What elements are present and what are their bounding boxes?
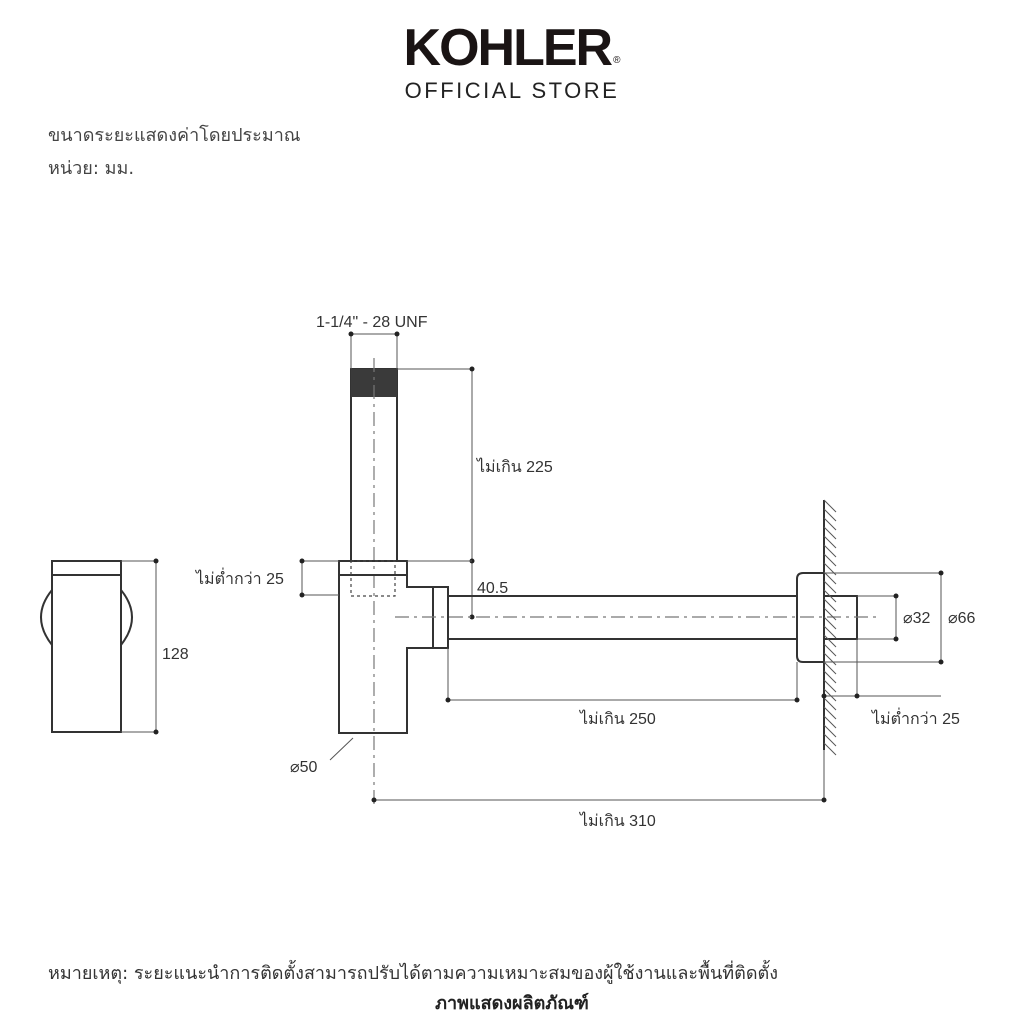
- wall-hatch-line: [823, 535, 837, 549]
- dim-offset-40-5: 40.5: [477, 580, 508, 597]
- wall-hatch-line: [823, 652, 837, 666]
- wall: [823, 499, 837, 800]
- wall-hatch-line: [823, 607, 837, 621]
- wall-hatch-line: [823, 571, 837, 585]
- wall-hatch-line: [823, 517, 837, 531]
- wall-hatch-line: [823, 589, 837, 603]
- wall-hatch-line: [823, 508, 837, 522]
- dim-dia-50: ⌀50: [290, 759, 318, 776]
- wall-hatch-line: [823, 715, 837, 729]
- wall-hatch-line: [823, 499, 837, 513]
- wall-hatch-line: [823, 679, 837, 693]
- wall-hatch-line: [823, 544, 837, 558]
- wall-hatch-line: [823, 742, 837, 756]
- horizontal-pipe: [395, 572, 880, 663]
- wall-hatch-line: [823, 697, 837, 711]
- brand-subtitle: OFFICIAL STORE: [404, 78, 620, 103]
- dim-max-310: ไม่เกิน 310: [578, 811, 656, 830]
- wall-hatch-line: [823, 643, 837, 657]
- wall-hatch-line: [823, 634, 837, 648]
- dim-min-25-wall: ไม่ต่ำกว่า 25: [870, 707, 960, 728]
- wall-hatch-line: [823, 733, 837, 747]
- product-caption: ภาพแสดงผลิตภัณฑ์: [435, 993, 589, 1014]
- tailpipe: 1-1/4" - 28 UNF ไม่เกิน 225: [316, 314, 553, 805]
- pipe-dimensions: ⌀32 ⌀66 ไม่เกิน 250 ไม่ต่ำกว่า 25 ไม่เกิ…: [371, 570, 976, 830]
- dim-min-25-top: ไม่ต่ำกว่า 25: [194, 567, 284, 588]
- wall-hatch-line: [823, 526, 837, 540]
- dim-dia-66: ⌀66: [948, 610, 976, 627]
- wall-hatch-line: [823, 598, 837, 612]
- dim-thread: 1-1/4" - 28 UNF: [316, 314, 428, 331]
- wall-hatch-line: [823, 670, 837, 684]
- trap-body: ไม่ต่ำกว่า 25 40.5 ⌀50: [194, 558, 508, 776]
- wall-hatch-line: [823, 553, 837, 567]
- side-view: 128: [40, 558, 189, 735]
- installation-remark: หมายเหตุ: ระยะแนะนำการติดตั้งสามารถปรับไ…: [48, 963, 778, 984]
- wall-hatch-line: [823, 661, 837, 675]
- brand-logo: KOHLER®: [0, 18, 1024, 78]
- approx-note: ขนาดระยะแสดงค่าโดยประมาณ: [48, 125, 301, 146]
- wall-hatch-line: [823, 706, 837, 720]
- dim-height-128: 128: [162, 646, 189, 663]
- wall-hatch-line: [823, 616, 837, 630]
- wall-hatch-line: [823, 724, 837, 738]
- brand-name: KOHLER: [403, 19, 614, 77]
- wall-hatch-line: [823, 580, 837, 594]
- dim-max-250: ไม่เกิน 250: [578, 709, 656, 728]
- wall-hatch-line: [823, 625, 837, 639]
- registered-mark: ®: [613, 55, 621, 66]
- wall-hatch-line: [823, 688, 837, 702]
- dim-max-225: ไม่เกิน 225: [475, 457, 553, 476]
- dim-dia-32: ⌀32: [903, 610, 931, 627]
- unit-note: หน่วย: มม.: [48, 158, 135, 179]
